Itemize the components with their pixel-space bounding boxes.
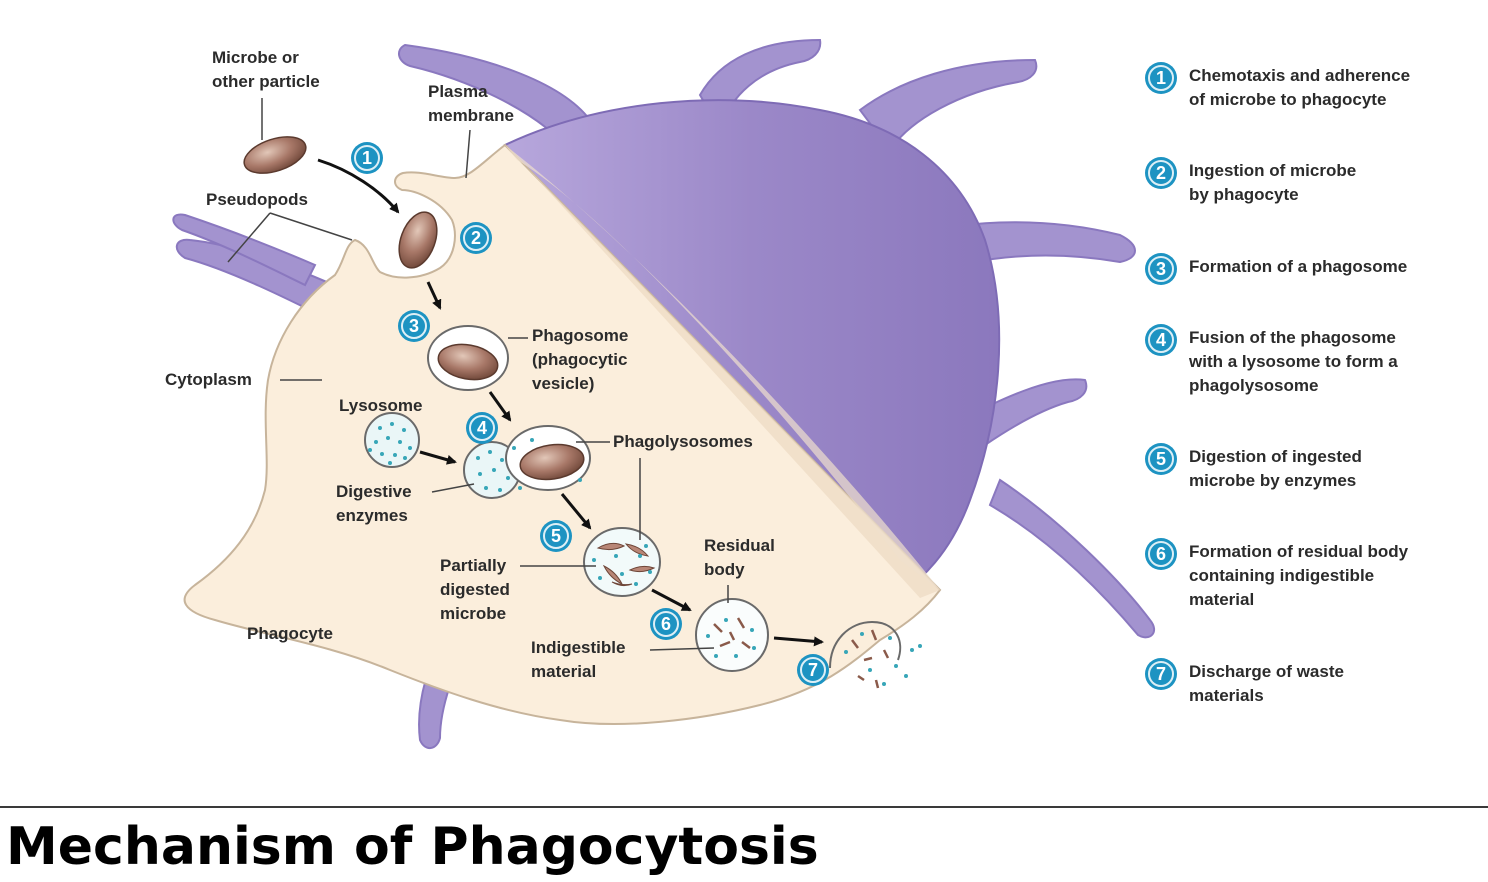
digesting-phagolysosome [583, 527, 661, 597]
label-pseudopods: Pseudopods [206, 190, 309, 209]
diagram-badge-5: 5 [540, 520, 572, 552]
label-lysosome: Lysosome [339, 396, 423, 415]
arrow-step1 [317, 158, 400, 214]
lysosome [364, 412, 420, 468]
arrow-step4 [560, 493, 592, 530]
label-residual-body: Residual body [704, 536, 775, 579]
phagolysosome-enzymes [476, 438, 582, 492]
arrow-step5 [651, 588, 692, 612]
diagram-badge-7: 7 [797, 654, 829, 686]
label-cytoplasm: Cytoplasm [165, 370, 252, 389]
legend-badge-1: 1 [1145, 62, 1177, 94]
legend-step-7: Discharge of waste materials [1189, 662, 1344, 705]
diagram-badge-1: 1 [351, 142, 383, 174]
cut-shading [505, 145, 940, 598]
label-indigestible: Indigestible material [531, 638, 626, 681]
arrow-lysosome [419, 450, 457, 465]
legend-step-6: Formation of residual body containing in… [1189, 542, 1409, 609]
label-phagolysosomes: Phagolysosomes [613, 432, 753, 451]
legend-step-5: Digestion of ingested microbe by enzymes [1189, 447, 1362, 490]
microbe-fragments [596, 542, 656, 587]
label-phagocyte: Phagocyte [247, 624, 333, 643]
cell-back-membrane [503, 99, 1001, 597]
indigestible-material [706, 617, 756, 658]
discharge-opening [829, 620, 902, 669]
microbe [243, 136, 307, 174]
arrow-step2 [426, 281, 442, 310]
label-phagosome: Phagosome (phagocytic vesicle) [532, 326, 629, 393]
diagram-badge-4: 4 [466, 412, 498, 444]
arrow-step3 [488, 391, 512, 422]
legend-step-2: Ingestion of microbe by phagocyte [1189, 161, 1357, 204]
diagram-badge-3: 3 [398, 310, 430, 342]
label-plasma-membrane: Plasma membrane [428, 82, 514, 125]
arrow-step6 [773, 636, 824, 647]
caption-divider [0, 806, 1488, 808]
engulfed-microbe [398, 211, 438, 269]
legend-badge-2: 2 [1145, 157, 1177, 189]
legend-badge-6: 6 [1145, 538, 1177, 570]
diagram-badge-6: 6 [650, 608, 682, 640]
legend-badge-5: 5 [1145, 443, 1177, 475]
leader-lines [227, 98, 729, 651]
legend-step-4: Fusion of the phagosome with a lysosome … [1189, 328, 1398, 395]
legend-badge-7: 7 [1145, 658, 1177, 690]
label-digestive-enzymes: Digestive enzymes [336, 482, 412, 525]
waste-materials [844, 629, 922, 689]
label-microbe: Microbe or other particle [212, 48, 320, 91]
caption-title: Mechanism of Phagocytosis [6, 817, 819, 877]
legend-badge-3: 3 [1145, 253, 1177, 285]
legend-badge-4: 4 [1145, 324, 1177, 356]
legend-step-3: Formation of a phagosome [1189, 257, 1408, 276]
label-partially-digested: Partially digested microbe [440, 556, 510, 623]
diagram-badge-2: 2 [460, 222, 492, 254]
phagocytosis-diagram [172, 38, 1156, 749]
legend-step-1: Chemotaxis and adherence of microbe to p… [1189, 66, 1411, 109]
lysosome-enzymes [368, 422, 412, 465]
